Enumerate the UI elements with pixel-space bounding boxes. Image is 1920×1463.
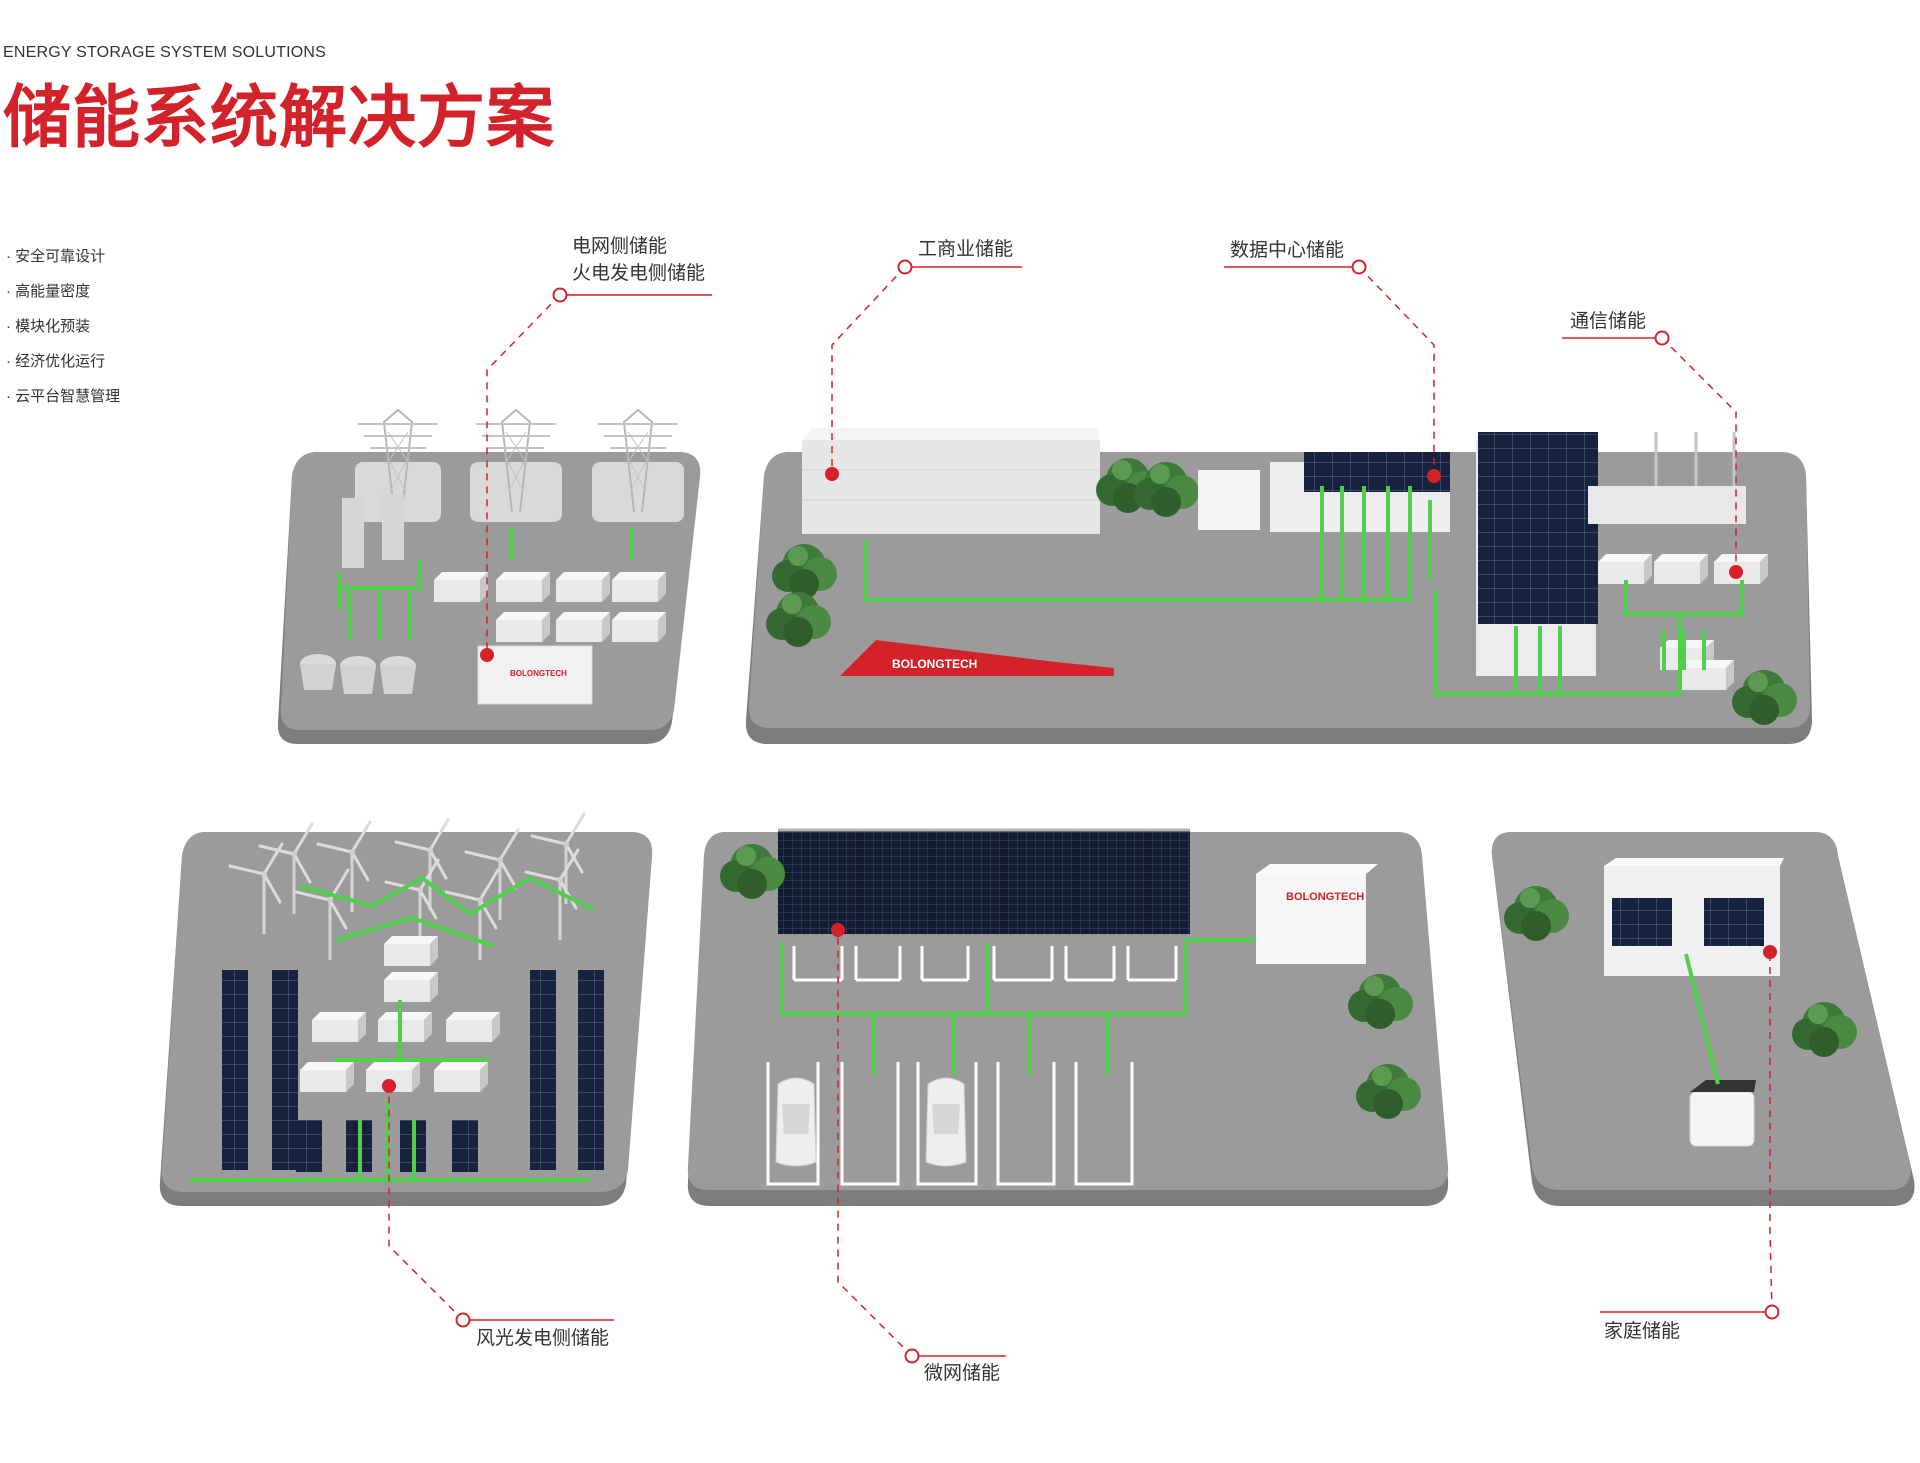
callout-underlines <box>470 266 1765 1357</box>
callout-grid-line2: 火电发电侧储能 <box>572 263 706 284</box>
callout-grid: 电网侧储能 火电发电侧储能 <box>572 233 705 287</box>
callout-telecom-label: 通信储能 <box>1570 311 1647 332</box>
callout-commercial-label: 工商业储能 <box>918 239 1014 260</box>
feature-label: 高能量密度 <box>15 283 91 300</box>
callout-leaders <box>388 266 1773 1357</box>
feature-label: 经济优化运行 <box>15 353 106 370</box>
callout-datacenter-label: 数据中心储能 <box>1230 240 1345 261</box>
platform-wind-solar <box>159 812 653 1206</box>
callout-telecom: 通信储能 <box>1570 308 1646 335</box>
page-title: 储能系统解决方案 <box>3 79 556 158</box>
feature-label: 云平台智慧管理 <box>15 388 121 405</box>
callout-commercial: 工商业储能 <box>918 236 1013 263</box>
platform-commercial <box>745 428 1812 744</box>
callout-datacenter: 数据中心储能 <box>1230 237 1344 264</box>
brand-sign-commercial: BOLONGTECH <box>892 657 977 671</box>
brand-sign-grid: BOLONGTECH <box>510 669 567 678</box>
brand-sign-microgrid: BOLONGTECH <box>1286 891 1364 903</box>
platform-home <box>1491 832 1915 1206</box>
feature-item: · 安全可靠设计 <box>6 248 106 265</box>
feature-item: · 云平台智慧管理 <box>6 388 121 405</box>
platform-grid-thermal <box>277 409 701 744</box>
callout-renewable: 风光发电侧储能 <box>476 1325 609 1352</box>
feature-label: 模块化预装 <box>15 318 91 335</box>
feature-label: 安全可靠设计 <box>15 248 106 265</box>
callout-renewable-label: 风光发电侧储能 <box>476 1328 610 1349</box>
feature-item: · 模块化预装 <box>6 318 91 335</box>
callout-home-label: 家庭储能 <box>1604 1321 1681 1342</box>
callout-home: 家庭储能 <box>1604 1318 1680 1345</box>
callout-rings <box>455 259 1780 1364</box>
location-markers <box>382 467 1777 1093</box>
feature-item: · 高能量密度 <box>6 283 91 300</box>
page-subtitle: ENERGY STORAGE SYSTEM SOLUTIONS <box>3 44 327 61</box>
callout-microgrid: 微网储能 <box>924 1360 1000 1387</box>
feature-list: · 安全可靠设计 · 高能量密度 · 模块化预装 · 经济优化运行 · 云平台智… <box>6 246 120 421</box>
feature-item: · 经济优化运行 <box>6 353 106 370</box>
callout-grid-line1: 电网侧储能 <box>572 236 668 257</box>
callout-microgrid-label: 微网储能 <box>924 1363 1001 1384</box>
platform-microgrid <box>687 828 1449 1206</box>
